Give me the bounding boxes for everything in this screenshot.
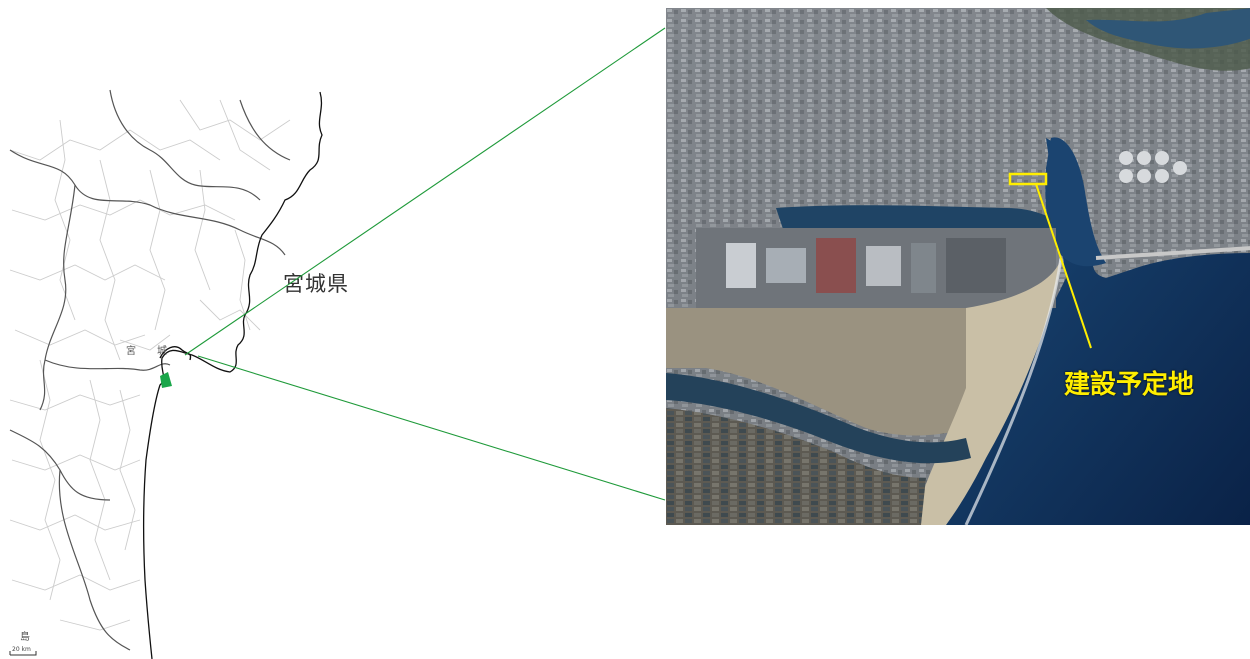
scale-bar	[9, 651, 37, 656]
region-map: 宮城県 宮 城 島 20 km	[9, 89, 349, 659]
map-label-miya: 宮	[126, 346, 136, 357]
coastline	[142, 91, 323, 659]
site-pointer	[1035, 183, 1092, 349]
map-label-shiro: 城	[157, 346, 167, 357]
site-box	[1008, 172, 1048, 186]
map-label-shima: 島	[20, 632, 30, 643]
aerial-photo-illustration	[666, 8, 1250, 525]
aerial-photo: 建設予定地	[666, 8, 1250, 525]
prefecture-boundaries	[9, 89, 291, 651]
site-label: 建設予定地	[1064, 370, 1195, 400]
prefecture-label: 宮城県	[283, 272, 349, 296]
scale-label: 20 km	[12, 646, 31, 653]
municipal-boundaries	[9, 99, 291, 631]
municipal-boundary-map	[9, 89, 323, 659]
site-marker	[160, 372, 172, 388]
